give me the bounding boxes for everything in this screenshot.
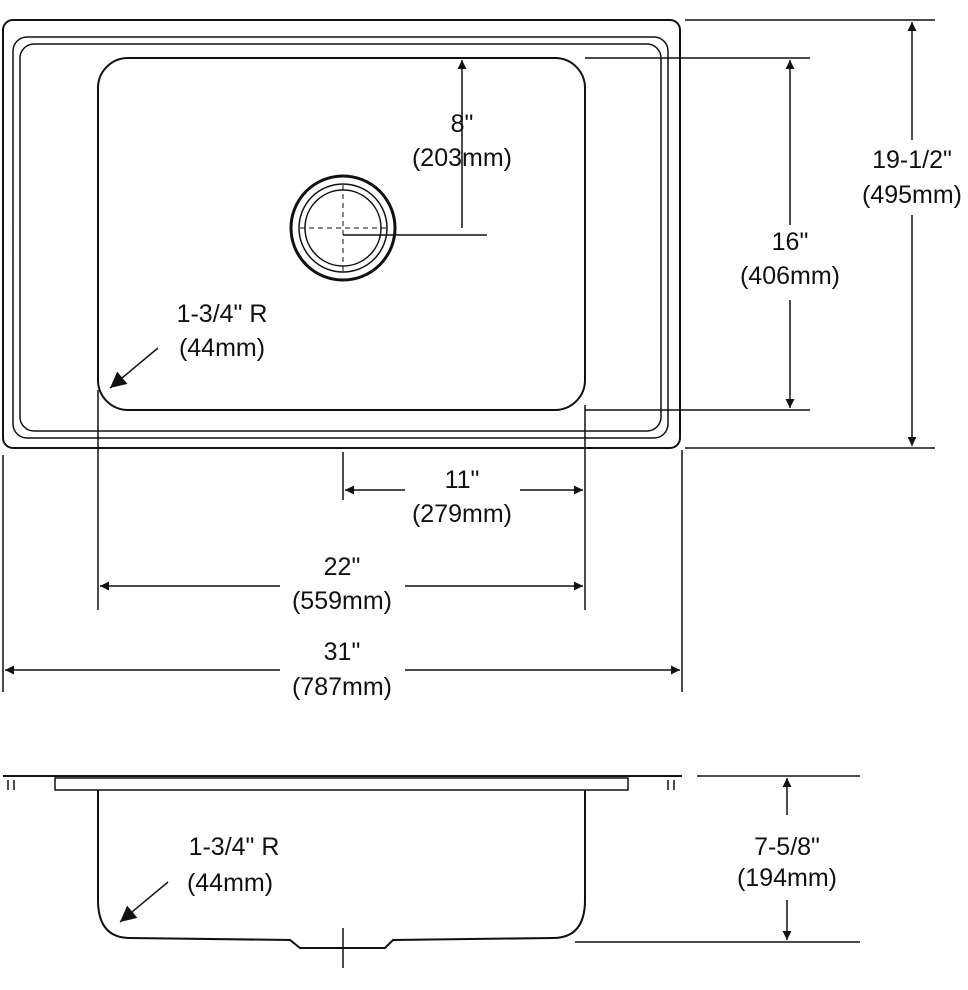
- drain-depth-imperial: 8": [451, 110, 474, 138]
- bowl-depth-imperial: 7-5/8": [754, 833, 820, 861]
- corner-radius-metric: (44mm): [179, 334, 265, 362]
- sink-outer-rim: [2, 19, 681, 449]
- side-bowl: [97, 790, 586, 949]
- drain-offset-imperial: 11": [445, 466, 480, 494]
- sink-inner-rim: [12, 36, 669, 439]
- side-corner-radius-imperial: 1-3/4" R: [189, 833, 280, 861]
- bowl-width-metric: (406mm): [740, 262, 840, 290]
- sink-deck-edge: [19, 43, 662, 432]
- overall-length-metric: (787mm): [292, 673, 392, 701]
- overall-length-imperial: 31": [324, 638, 361, 666]
- drain-offset-metric: (279mm): [412, 500, 512, 528]
- bowl-width-imperial: 16": [772, 228, 809, 256]
- drain-depth-metric: (203mm): [412, 144, 512, 172]
- top-view: 8" (203mm) 16" (406mm) 19-1/2" (495mm) 1…: [2, 19, 962, 701]
- bowl-length-imperial: 22": [324, 553, 361, 581]
- bowl-length-metric: (559mm): [292, 587, 392, 615]
- side-corner-radius-metric: (44mm): [187, 869, 273, 897]
- side-rim: [54, 777, 629, 791]
- sink-bowl: [97, 57, 586, 411]
- drain: [289, 174, 397, 282]
- corner-radius-imperial: 1-3/4" R: [177, 300, 268, 328]
- side-view: 7-5/8" (194mm) 1-3/4" R (44mm): [3, 775, 860, 968]
- bowl-depth-metric: (194mm): [737, 864, 837, 892]
- overall-width-imperial: 19-1/2": [872, 146, 952, 174]
- overall-width-metric: (495mm): [862, 181, 962, 209]
